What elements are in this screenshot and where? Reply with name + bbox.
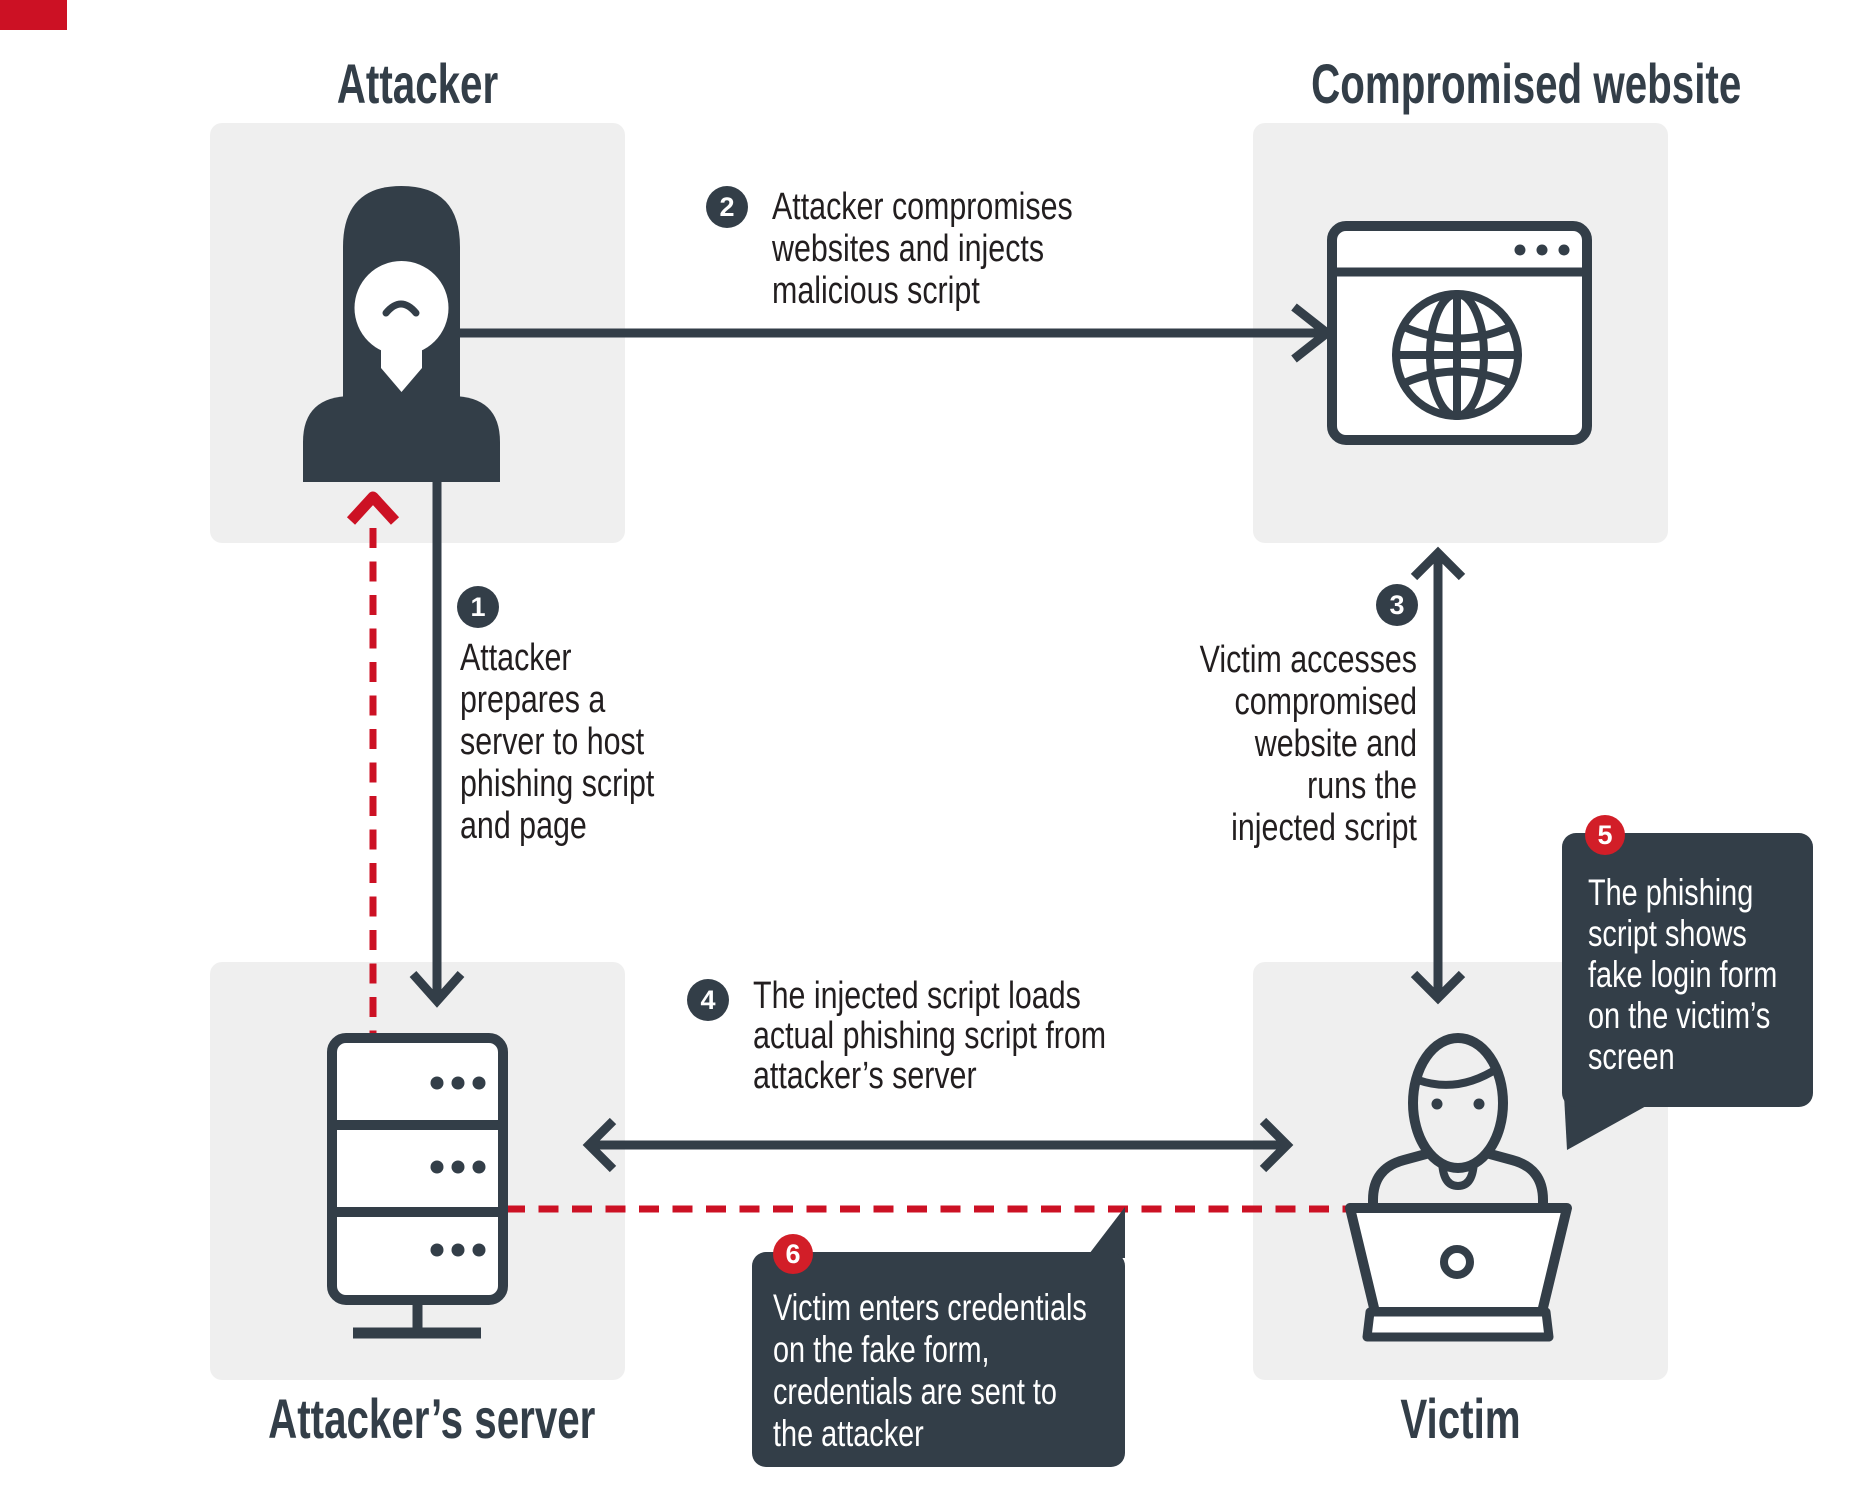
arrow-server-to-victim: [582, 1117, 1294, 1173]
bubble-6-tail: [1086, 1207, 1125, 1258]
step-1-text: Attacker prepares a server to host phish…: [460, 637, 655, 847]
browser-globe-icon: [1327, 221, 1592, 445]
person-at-laptop-icon: [1345, 1033, 1572, 1342]
hooded-person-silhouette-icon: [303, 186, 500, 482]
step-5-badge: 5: [1585, 815, 1625, 855]
step-6-text: Victim enters credentials on the fake fo…: [773, 1287, 1087, 1454]
step-3-text: Victim accesses compromised website and …: [1199, 639, 1417, 849]
step-3-badge: 3: [1376, 584, 1418, 626]
red-up-arrowhead: [346, 491, 400, 525]
corner-brand-mark: [0, 0, 67, 30]
step-6-bubble: Victim enters credentials on the fake fo…: [752, 1252, 1125, 1467]
attacker-node-label: Attacker: [336, 52, 499, 115]
step-5-bubble: The phishing script shows fake login for…: [1562, 833, 1813, 1107]
step-2-text: Attacker compromises websites and inject…: [772, 186, 1073, 312]
step-4-text: The injected script loads actual phishin…: [753, 975, 1107, 1097]
arrow-attacker-to-server: [409, 480, 465, 1008]
arrow-attacker-to-website: [456, 303, 1335, 363]
step-5-text: The phishing script shows fake login for…: [1588, 872, 1778, 1077]
step-4-badge: 4: [687, 979, 729, 1021]
step-6-badge: 6: [773, 1234, 813, 1274]
step-1-badge: 1: [457, 586, 499, 628]
arrow-victim-to-website: [1410, 546, 1466, 1005]
server-stack-icon: [327, 1033, 508, 1339]
victim-node-label: Victim: [1400, 1387, 1521, 1450]
step-2-badge: 2: [706, 186, 748, 228]
red-dashed-exfiltration-path: [346, 491, 1350, 1213]
bubble-5-tail: [1564, 1095, 1666, 1150]
